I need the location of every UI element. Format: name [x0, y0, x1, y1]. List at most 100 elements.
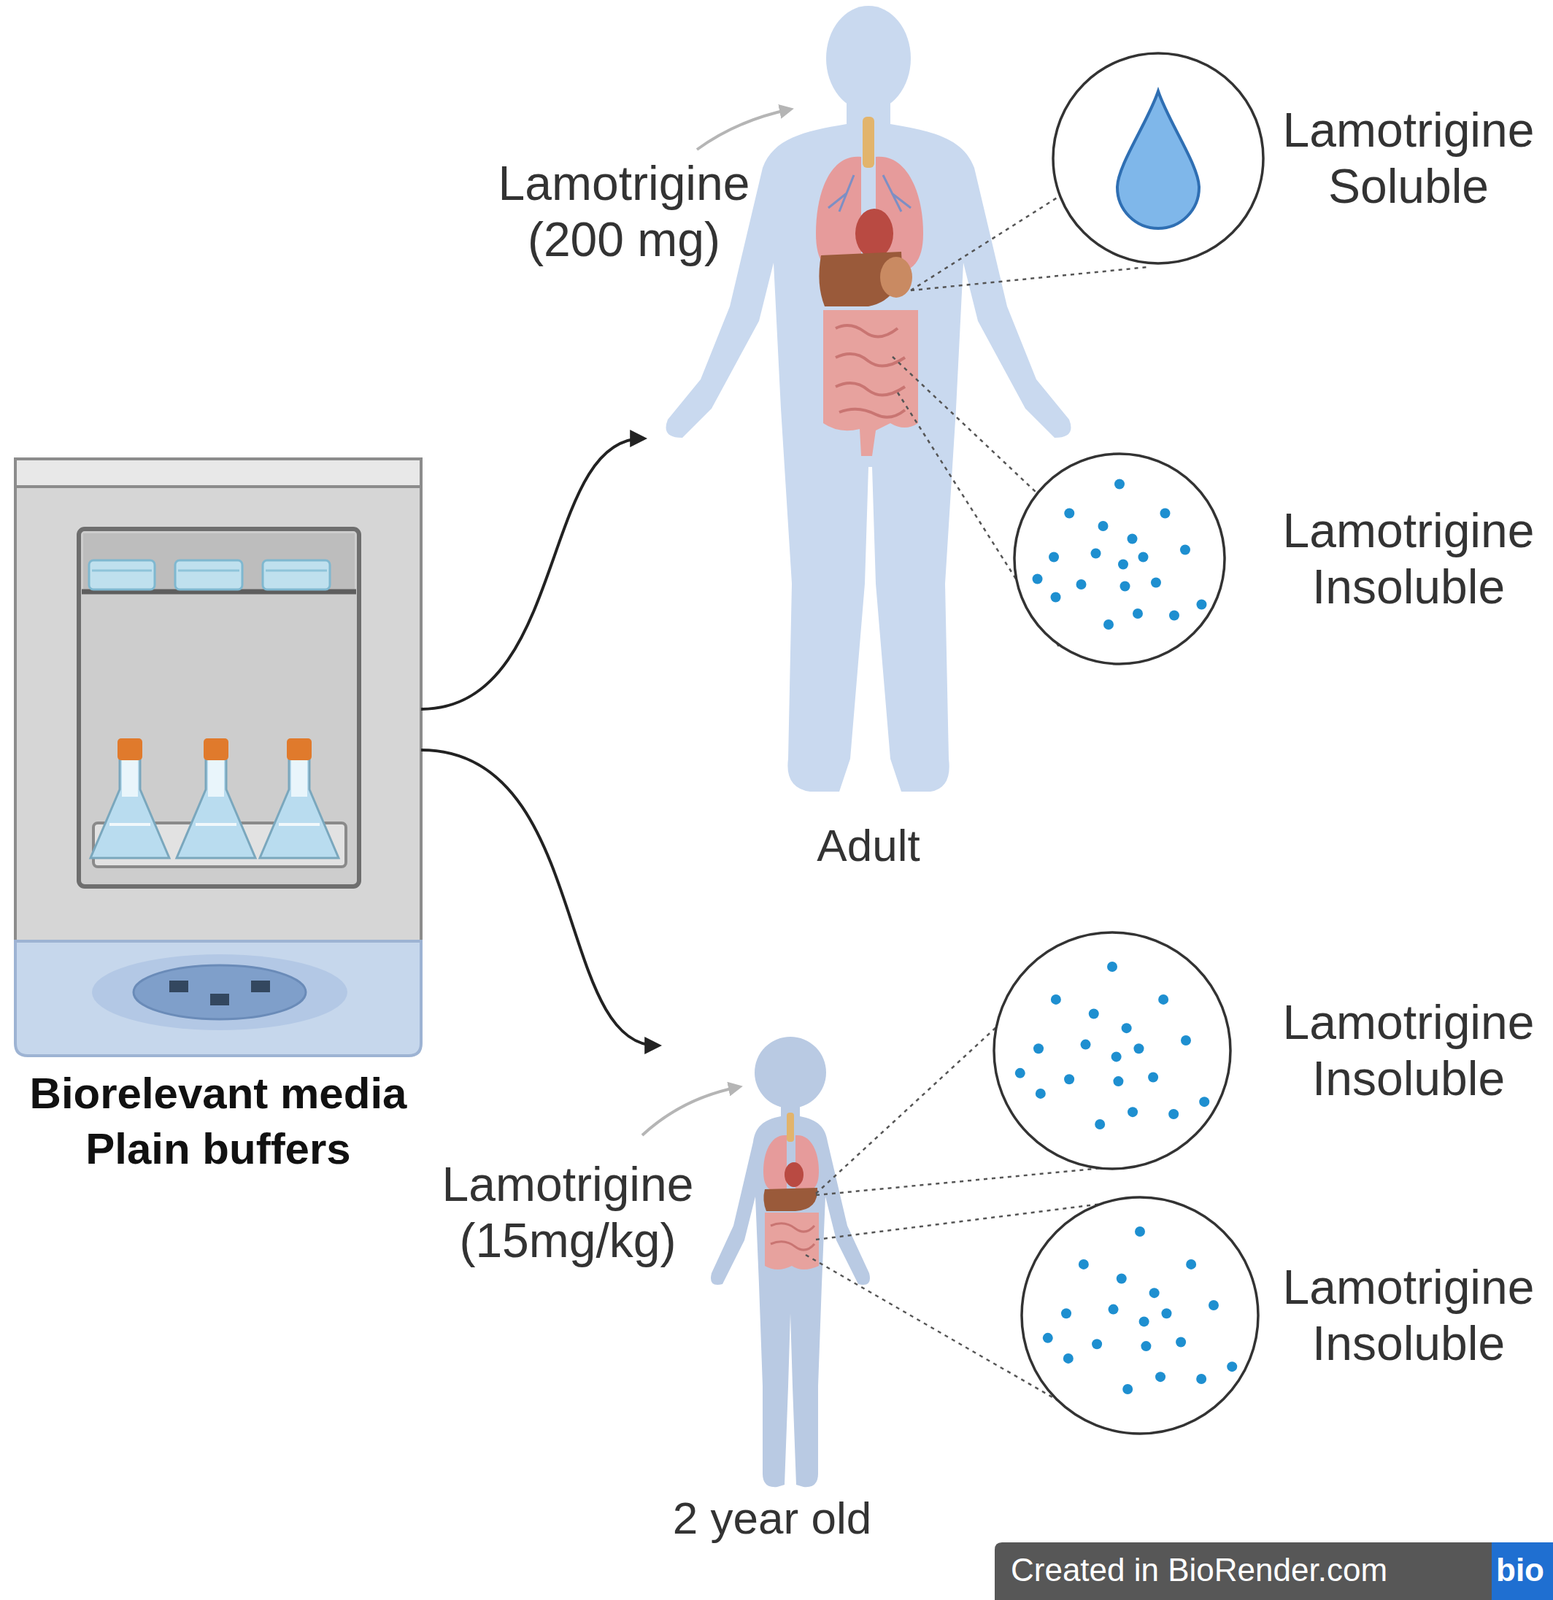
figure-caption: 2 year old — [651, 1492, 893, 1546]
adult-figure — [666, 5, 1072, 792]
particle-dot — [1107, 961, 1118, 973]
particle-dot — [1149, 1288, 1160, 1299]
art-part — [133, 965, 306, 1020]
art-part — [815, 1168, 1102, 1196]
figure-node: Adult — [642, 3, 1095, 884]
particle-dot — [1048, 552, 1059, 563]
art-part — [910, 197, 1059, 291]
particle-dot — [1134, 1226, 1146, 1237]
art-part — [251, 980, 271, 993]
art-part — [278, 823, 320, 827]
watermark-text: bio — [1496, 1551, 1545, 1589]
dose-label: Lamotrigine (200 mg) — [485, 155, 763, 268]
particle-dot — [1076, 579, 1087, 590]
particle-dot — [1111, 1051, 1122, 1062]
particle-dot — [1169, 610, 1180, 621]
particle-dot — [1147, 1072, 1159, 1083]
circle-border — [1014, 453, 1225, 665]
particle-dot — [1137, 552, 1148, 563]
art-part — [784, 1162, 804, 1188]
art-part — [210, 993, 230, 1006]
callout-label: Lamotrigine Insoluble — [1269, 502, 1548, 616]
art-part — [826, 5, 911, 111]
art-part — [178, 569, 240, 573]
particle-dot — [1208, 1300, 1219, 1311]
particle-dot — [1180, 545, 1191, 556]
dose-arrow — [642, 1087, 739, 1136]
art-part — [770, 1242, 815, 1251]
watermark-logo — [1491, 1542, 1553, 1600]
art-part — [195, 823, 237, 827]
art-part — [109, 823, 320, 827]
art-part — [835, 383, 905, 395]
particle-dot — [1226, 1361, 1237, 1373]
particle-dot — [1199, 1096, 1210, 1108]
dose-label: Lamotrigine (15mg/kg) — [429, 1156, 707, 1270]
art-part — [15, 459, 422, 945]
circle-outline — [991, 930, 1233, 1172]
dose-arrow — [696, 109, 790, 150]
callout-circle: Lamotrigine Soluble — [1050, 51, 1266, 266]
particle-dot — [1118, 559, 1129, 570]
particle-dot — [1116, 1274, 1127, 1285]
particle-dot — [1196, 599, 1207, 610]
particle-dot — [1098, 521, 1109, 532]
soluble-drop — [1117, 91, 1200, 229]
art-part — [207, 760, 225, 797]
media-heading: Biorelevant media — [0, 1068, 436, 1120]
particle-dot — [1078, 1259, 1089, 1270]
particle-dot — [1133, 1043, 1144, 1054]
particle-dot — [1168, 1109, 1179, 1120]
art-part — [770, 1223, 815, 1251]
child-figure — [710, 1037, 870, 1488]
art-part — [828, 175, 911, 212]
particle-dot — [1050, 591, 1062, 603]
particle-dot — [1103, 619, 1114, 630]
art-part — [754, 1037, 827, 1109]
particle-dot — [1108, 1304, 1119, 1316]
art-part — [83, 533, 355, 592]
art-part — [828, 175, 854, 212]
circle-outline — [1019, 1195, 1261, 1437]
art-part — [91, 954, 348, 1031]
figure-node: 2 year old — [656, 1021, 898, 1570]
particle-dot — [1121, 1023, 1132, 1034]
circle-border — [993, 932, 1231, 1170]
circle-outline — [1050, 51, 1266, 266]
art-part — [910, 267, 1148, 291]
art-part — [117, 738, 143, 761]
art-part — [880, 256, 913, 298]
particle-dot — [1122, 1384, 1133, 1395]
particle-dot — [1140, 1341, 1151, 1352]
art-part — [892, 356, 1037, 493]
particle-dot — [1088, 1009, 1100, 1020]
callout-circle: Lamotrigine Insoluble — [1019, 1195, 1261, 1437]
particle-dot — [1064, 508, 1075, 519]
art-part — [786, 1112, 795, 1143]
callout-circle: Lamotrigine Insoluble — [1012, 451, 1227, 667]
art-part — [117, 738, 312, 761]
particle-dot — [1063, 1353, 1074, 1364]
callout-circle: Lamotrigine Insoluble — [991, 930, 1233, 1172]
art-part — [815, 1010, 1016, 1194]
art-part — [203, 738, 229, 761]
circle-border — [1053, 53, 1264, 264]
circle-border — [1021, 1197, 1259, 1435]
particle-dot — [1091, 548, 1102, 560]
particle-dot — [1155, 1372, 1166, 1383]
particle-dot — [1196, 1374, 1207, 1385]
particle-dot — [1119, 580, 1130, 592]
media-heading: Plain buffers — [0, 1123, 436, 1175]
particle-dot — [1080, 1039, 1092, 1051]
particle-dot — [1015, 1068, 1026, 1079]
particle-dot — [1112, 1076, 1124, 1087]
art-part — [259, 758, 339, 859]
particle-dot — [1114, 479, 1125, 490]
art-part — [763, 1188, 818, 1212]
art-part — [823, 310, 919, 457]
art-part — [286, 738, 312, 761]
art-part — [15, 459, 422, 487]
art-part — [883, 175, 911, 212]
particle-dot — [1091, 1339, 1102, 1350]
art-part — [839, 409, 905, 418]
